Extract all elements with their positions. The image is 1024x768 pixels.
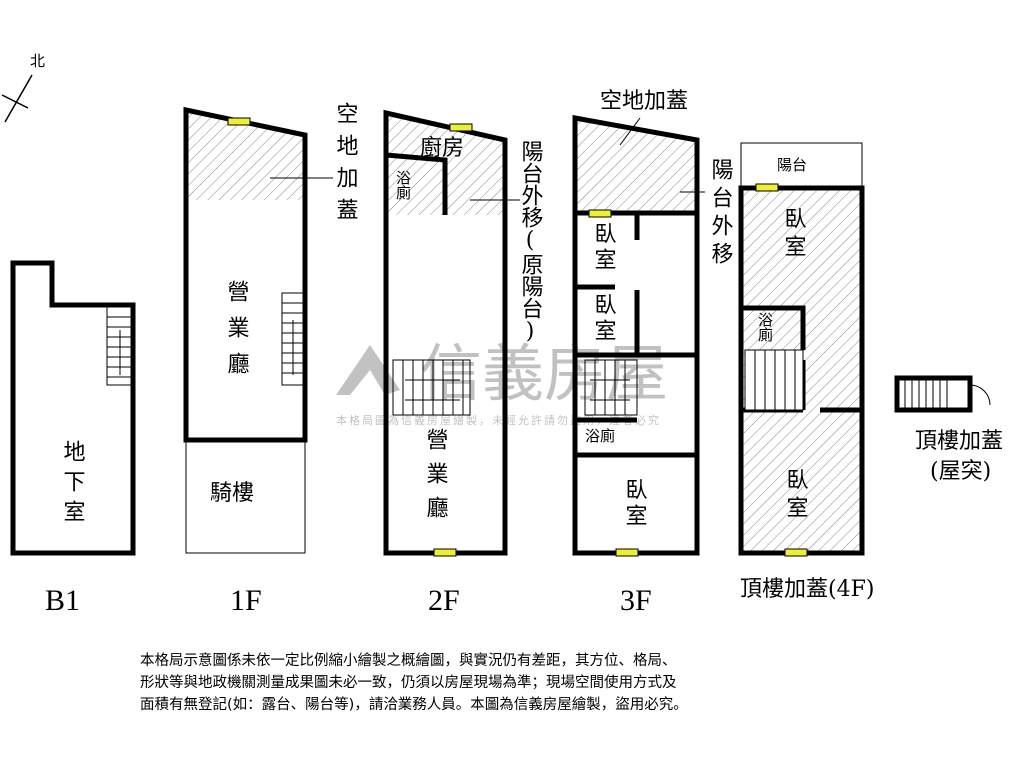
north-arrow-icon [1,74,33,123]
disclaimer-line: 面積有無登記(如：露台、陽台等)，請洽業務人員。本圖為信義房屋繪製，盜用必究。 [140,697,688,713]
floor-label-4f: 頂樓加蓋(4F) [740,577,874,602]
floor-label-1f: 1F [230,584,262,617]
watermark-brand: 信義房屋 [420,337,668,410]
roof-sublabel: (屋突) [930,459,991,484]
floor-2f: 廚房 浴廁 營業廳 陽台外移(原陽台) [383,109,544,557]
annotation: 陽台外移 [708,158,734,270]
watermark-subtitle: 本格局圖為信義房屋繪製，未經允許請勿盜用，違者必究 [336,413,661,427]
room-label: 營業廳 [423,428,449,530]
stairs-icon [744,349,804,411]
annotation: 空地加蓋 [333,102,359,230]
room-label: 浴廁 [394,170,412,201]
floor-b1: 地下室 [10,260,136,556]
room-label: 地下室 [60,440,86,530]
room-label: 臥室 [591,222,616,274]
room-label: 浴廁 [585,427,615,445]
room-label: 浴廁 [756,312,774,343]
stairs-icon [281,292,306,386]
floor-label-3f: 3F [620,584,652,617]
annotation: 陽台外移(原陽台) [518,140,544,344]
room-label: 臥室 [781,207,806,263]
stairs-icon [392,359,471,416]
floor-label-2f: 2F [428,584,460,617]
floor-1f: 營業廳 騎樓 空地加蓋 [183,102,359,554]
disclaimer: 本格局示意圖係未依一定比例縮小繪製之概繪圖，與實況仍有差距，其方位、格局、 形狀… [140,650,688,716]
roof-label: 頂樓加蓋 [915,429,1003,454]
room-label: 營業廳 [224,280,250,388]
floor-roof: 頂樓加蓋 (屋突) [894,375,1003,484]
room-label: 陽台 [777,156,807,174]
floor-label-b1: B1 [45,584,80,617]
floor-3f: 空地加蓋 陽台外移 臥室 臥室 浴廁 臥室 [572,89,734,557]
annotation: 空地加蓋 [600,89,688,114]
floor-4f: 陽台 臥室 浴廁 臥室 [738,142,865,557]
room-label: 廚房 [420,136,464,161]
room-label: 臥室 [783,468,808,524]
room-label: 臥室 [622,478,647,530]
stairs-icon [584,359,638,416]
north-label: 北 [30,52,45,70]
room-label: 騎樓 [210,481,254,506]
room-label: 臥室 [591,293,616,345]
disclaimer-line: 形狀等與地政機關測量成果圖未必一致，仍須以房屋現場為準；現場空間使用方式及 [140,675,677,691]
disclaimer-line: 本格局示意圖係未依一定比例縮小繪製之概繪圖，與實況仍有差距，其方位、格局、 [140,653,677,669]
stairs-icon [106,306,132,386]
